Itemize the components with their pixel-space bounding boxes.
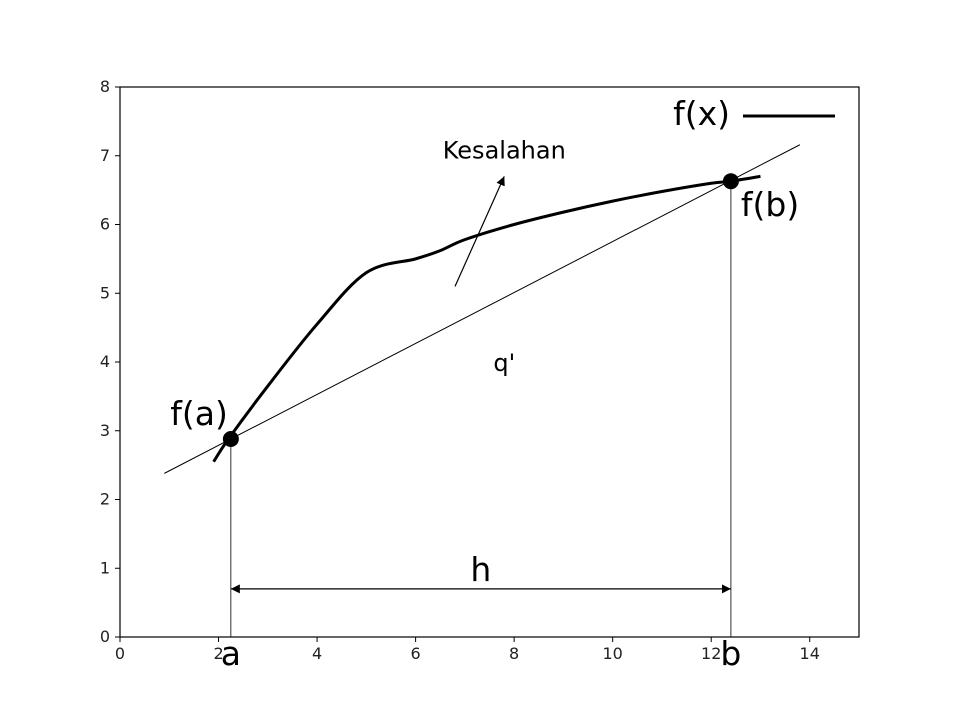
x-tick-label: 12: [701, 644, 721, 663]
point-fa: [222, 431, 239, 447]
x-tick-label: 10: [602, 644, 622, 663]
x-marker-label-b: b: [720, 634, 741, 673]
annotation-arrow: [454, 176, 505, 287]
x-marker-label-a: a: [221, 634, 241, 673]
series-line-fx: [212, 174, 761, 463]
legend-label-fx: f(x): [673, 94, 730, 133]
y-tick-label: 6: [100, 215, 110, 234]
x-tick-label: 8: [509, 644, 519, 663]
point-label-fb: f(b): [741, 185, 799, 224]
point-label-fa: f(a): [170, 394, 228, 433]
x-tick-label: 4: [312, 644, 322, 663]
point-fb: [722, 173, 739, 190]
y-tick-label: 0: [100, 627, 110, 646]
x-tick-label: 6: [411, 644, 421, 663]
y-tick-label: 3: [100, 421, 110, 440]
secant-label: q': [493, 349, 515, 377]
y-tick-label: 5: [100, 283, 110, 302]
legend: f(x): [673, 94, 835, 133]
y-tick-label: 2: [100, 490, 110, 509]
annotation-label: Kesalahan: [443, 136, 566, 164]
secant-line: [164, 144, 801, 474]
x-tick-label: 14: [800, 644, 820, 663]
x-tick-label: 2: [213, 644, 223, 663]
y-tick-label: 8: [100, 77, 110, 96]
y-tick-label: 7: [100, 146, 110, 165]
y-tick-label: 4: [100, 352, 110, 371]
y-tick-label: 1: [100, 558, 110, 577]
interval-label: h: [470, 550, 491, 589]
x-tick-label: 0: [115, 644, 125, 663]
